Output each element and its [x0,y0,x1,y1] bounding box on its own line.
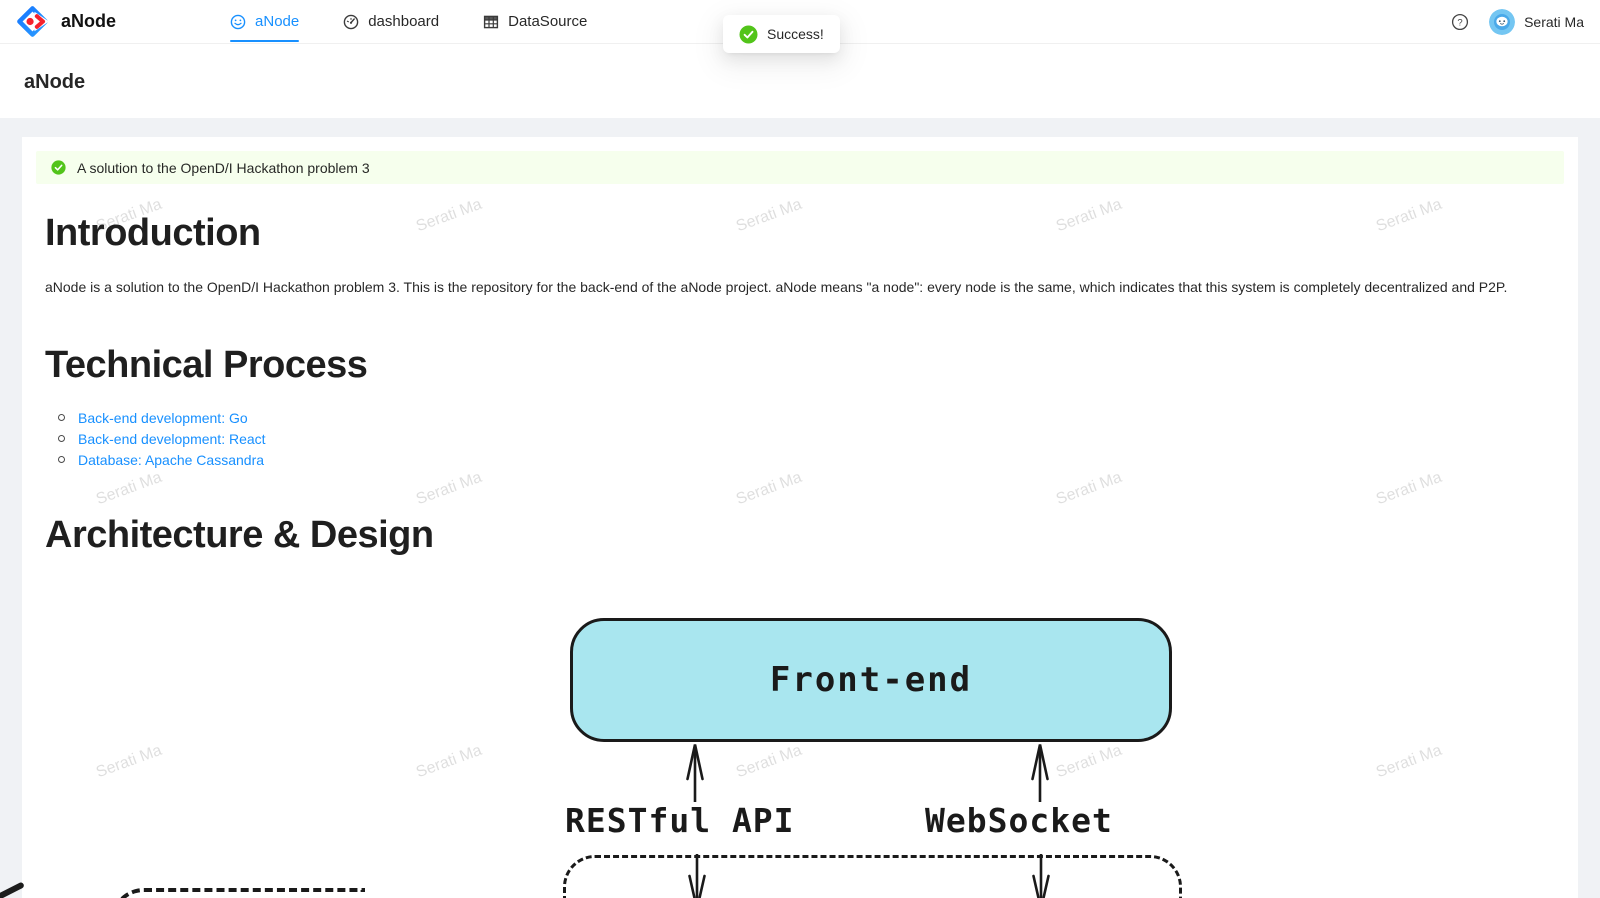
question-circle-icon[interactable]: ? [1451,13,1469,31]
tech-process-list: Back-end development: Go Back-end develo… [45,408,1578,471]
edge-label-websocket: WebSocket [925,801,1113,840]
arrow-up-icon [1022,741,1058,807]
toast-message: Success! [767,26,824,42]
main-nav: aNode dashboard DataSource [230,0,587,43]
user-menu[interactable]: Serati Ma [1489,8,1584,35]
heading-architecture-design: Architecture & Design [45,514,434,556]
anode-logo-icon [16,5,49,38]
intro-paragraph: aNode is a solution to the OpenD/I Hacka… [45,279,1508,295]
arrow-up-icon [677,741,713,807]
user-name: Serati Ma [1524,13,1584,30]
header-actions: ? Serati Ma [1451,8,1584,35]
table-icon [483,14,499,30]
nav-tab-label: dashboard [368,13,440,30]
app-logo[interactable]: aNode [16,5,116,38]
readme-card: A solution to the OpenD/I Hackathon prob… [22,137,1578,898]
dashboard-icon [343,14,359,30]
success-toast: Success! [723,15,840,53]
diagram-node-front-end: Front-end [570,618,1172,742]
diagram-node-label: Front-end [769,660,973,700]
heading-introduction: Introduction [45,212,261,254]
avatar-mascot-icon [1489,8,1516,35]
list-item: Back-end development: Go [58,408,1578,429]
nav-tab-label: aNode [255,13,300,30]
content-area: A solution to the OpenD/I Hackathon prob… [0,137,1600,898]
diagram-dashed-shape-partial [110,888,365,898]
alert-text: A solution to the OpenD/I Hackathon prob… [77,159,370,176]
link-backend-go[interactable]: Back-end development: Go [78,410,248,426]
list-item: Database: Apache Cassandra [58,450,1578,471]
smile-icon [230,14,246,30]
page-title: aNode [24,71,86,93]
arrow-down-icon [1023,854,1059,898]
arrow-down-icon [679,854,715,898]
edge-label-restful-api: RESTful API [565,801,795,840]
nav-tab-anode[interactable]: aNode [230,0,300,43]
check-circle-icon [51,160,66,175]
link-backend-react[interactable]: Back-end development: React [78,431,266,447]
architecture-diagram: Front-end RESTful API WebSocket [22,558,1578,898]
nav-tab-datasource[interactable]: DataSource [483,0,587,43]
nav-tab-dashboard[interactable]: dashboard [343,0,439,43]
svg-text:?: ? [1457,17,1462,28]
app-title: aNode [61,11,117,31]
heading-technical-process: Technical Process [45,344,368,386]
link-database-cassandra[interactable]: Database: Apache Cassandra [78,452,265,468]
check-circle-icon [739,25,758,44]
diagram-dashed-box [563,855,1182,898]
page-header: aNode [0,44,1600,118]
list-item: Back-end development: React [58,429,1578,450]
success-alert: A solution to the OpenD/I Hackathon prob… [36,151,1564,184]
nav-tab-label: DataSource [508,13,588,30]
